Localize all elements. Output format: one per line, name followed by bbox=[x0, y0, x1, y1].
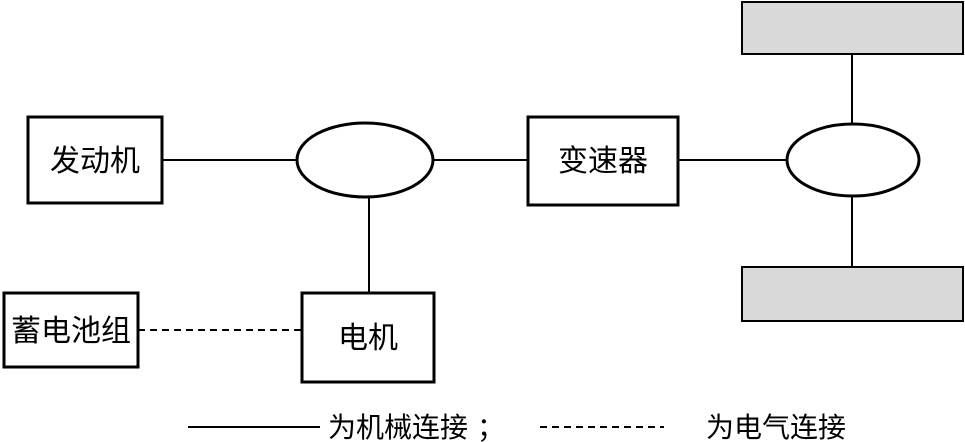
battery-label: 蓄电池组 bbox=[11, 314, 131, 349]
battery-block: 蓄电池组 bbox=[2, 291, 140, 369]
top-wheel bbox=[741, 1, 964, 55]
transmission-label: 变速器 bbox=[558, 144, 648, 179]
legend-electrical-label: 为电气连接 bbox=[706, 411, 846, 442]
engine-label: 发动机 bbox=[50, 144, 140, 179]
legend-mechanical-label: 为机械连接 ； bbox=[328, 411, 505, 442]
power-coupler-ellipse bbox=[295, 121, 435, 199]
motor-block: 电机 bbox=[300, 291, 436, 384]
engine-block: 发动机 bbox=[26, 115, 164, 205]
motor-label: 电机 bbox=[338, 321, 398, 356]
legend: 为机械连接 ； 为电气连接 bbox=[188, 411, 846, 442]
differential-ellipse bbox=[785, 122, 921, 198]
bottom-wheel bbox=[741, 266, 964, 322]
transmission-block: 变速器 bbox=[526, 115, 680, 207]
